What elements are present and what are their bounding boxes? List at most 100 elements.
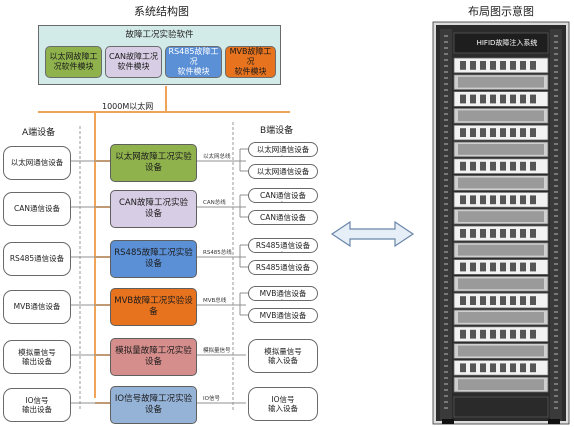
rail-hole [554, 371, 558, 373]
port-slot [460, 161, 466, 171]
fault-test-equipment: MVB故障工况实验设 备 [110, 288, 197, 326]
rail-hole [554, 107, 558, 109]
port-slot [460, 94, 466, 104]
side-b-label: B端设备 [260, 126, 294, 136]
rail-hole [554, 407, 558, 409]
rail-hole [554, 137, 558, 139]
rail-hole [554, 365, 558, 367]
rail-hole [554, 149, 558, 151]
rail-hole [444, 365, 448, 367]
fault-test-equipment: RS485故障工况实验 设备 [110, 240, 197, 278]
rail-hole [554, 299, 558, 301]
rail-hole [554, 77, 558, 79]
rail-hole [554, 245, 558, 247]
b-side-device: CAN通信设备 [248, 188, 318, 203]
unit-faceplate [458, 278, 544, 290]
rail-hole [444, 227, 448, 229]
rail-hole [444, 287, 448, 289]
rail-hole [554, 83, 558, 85]
rail-hole [444, 299, 448, 301]
port-slot [500, 128, 506, 137]
rail-hole [554, 227, 558, 229]
port-slot [470, 161, 476, 171]
port-slot [530, 363, 536, 373]
port-slot [530, 229, 536, 238]
port-slot [520, 262, 526, 272]
rail-hole [444, 155, 448, 157]
rack-foot [548, 419, 560, 424]
rail-hole [444, 275, 448, 277]
port-slot [480, 161, 486, 171]
rail-hole [554, 401, 558, 403]
rail-hole [554, 335, 558, 337]
rail-hole [554, 275, 558, 277]
a-side-device: MVB通信设备 [3, 290, 71, 324]
rail-hole [444, 311, 448, 313]
rail-hole [554, 161, 558, 163]
port-slot [490, 195, 496, 205]
rail-hole [554, 383, 558, 385]
port-slot [490, 296, 496, 305]
rail-hole [554, 197, 558, 199]
rail-hole [444, 173, 448, 175]
bus-label: MVB总线 [203, 298, 227, 304]
port-slot [490, 161, 496, 171]
port-slot [480, 296, 486, 305]
port-slot [470, 94, 476, 104]
port-slot [530, 262, 536, 272]
rail-hole [554, 305, 558, 307]
a-side-device: CAN通信设备 [3, 192, 71, 226]
port-slot [470, 195, 476, 205]
rack-left-rail [440, 29, 452, 421]
port-slot [480, 262, 486, 272]
rail-hole [554, 257, 558, 259]
rail-hole [444, 407, 448, 409]
unit-faceplate [458, 211, 544, 222]
b-side-device: RS485通信设备 [248, 238, 318, 253]
rail-hole [444, 77, 448, 79]
port-slot [520, 195, 526, 205]
rail-hole [554, 281, 558, 283]
rail-hole [444, 245, 448, 247]
b-side-device: 以太网通信设备 [248, 164, 318, 179]
rail-hole [554, 317, 558, 319]
rail-hole [554, 269, 558, 271]
rail-hole [554, 359, 558, 361]
a-side-device: 以太网通信设备 [3, 146, 71, 180]
rail-hole [444, 149, 448, 151]
port-slot [500, 262, 506, 272]
port-slot [510, 195, 516, 205]
port-slot [510, 363, 516, 373]
port-slot [480, 61, 486, 70]
port-slot [500, 329, 506, 339]
port-slot [530, 296, 536, 305]
rail-hole [444, 347, 448, 349]
port-slot [500, 94, 506, 104]
rail-hole [554, 179, 558, 181]
port-slot [470, 229, 476, 238]
port-slot [500, 195, 506, 205]
port-slot [510, 61, 516, 70]
rail-hole [444, 65, 448, 67]
rail-hole [444, 371, 448, 373]
port-slot [520, 329, 526, 339]
rail-hole [554, 131, 558, 133]
port-slot [520, 161, 526, 171]
port-slot [460, 296, 466, 305]
port-slot [490, 61, 496, 70]
port-slot [490, 128, 496, 137]
bus-label: IO信号 [203, 396, 220, 402]
port-slot [520, 128, 526, 137]
port-slot [510, 229, 516, 238]
rail-hole [444, 209, 448, 211]
unit-faceplate [458, 76, 544, 88]
port-slot [520, 94, 526, 104]
port-slot [470, 329, 476, 339]
a-side-device: 模拟量信号 输出设备 [3, 340, 71, 374]
ellipsis-dots: . [281, 247, 283, 254]
rail-hole [444, 95, 448, 97]
port-slot [510, 329, 516, 339]
rail-hole [444, 221, 448, 223]
port-slot [480, 363, 486, 373]
port-slot [530, 61, 536, 70]
